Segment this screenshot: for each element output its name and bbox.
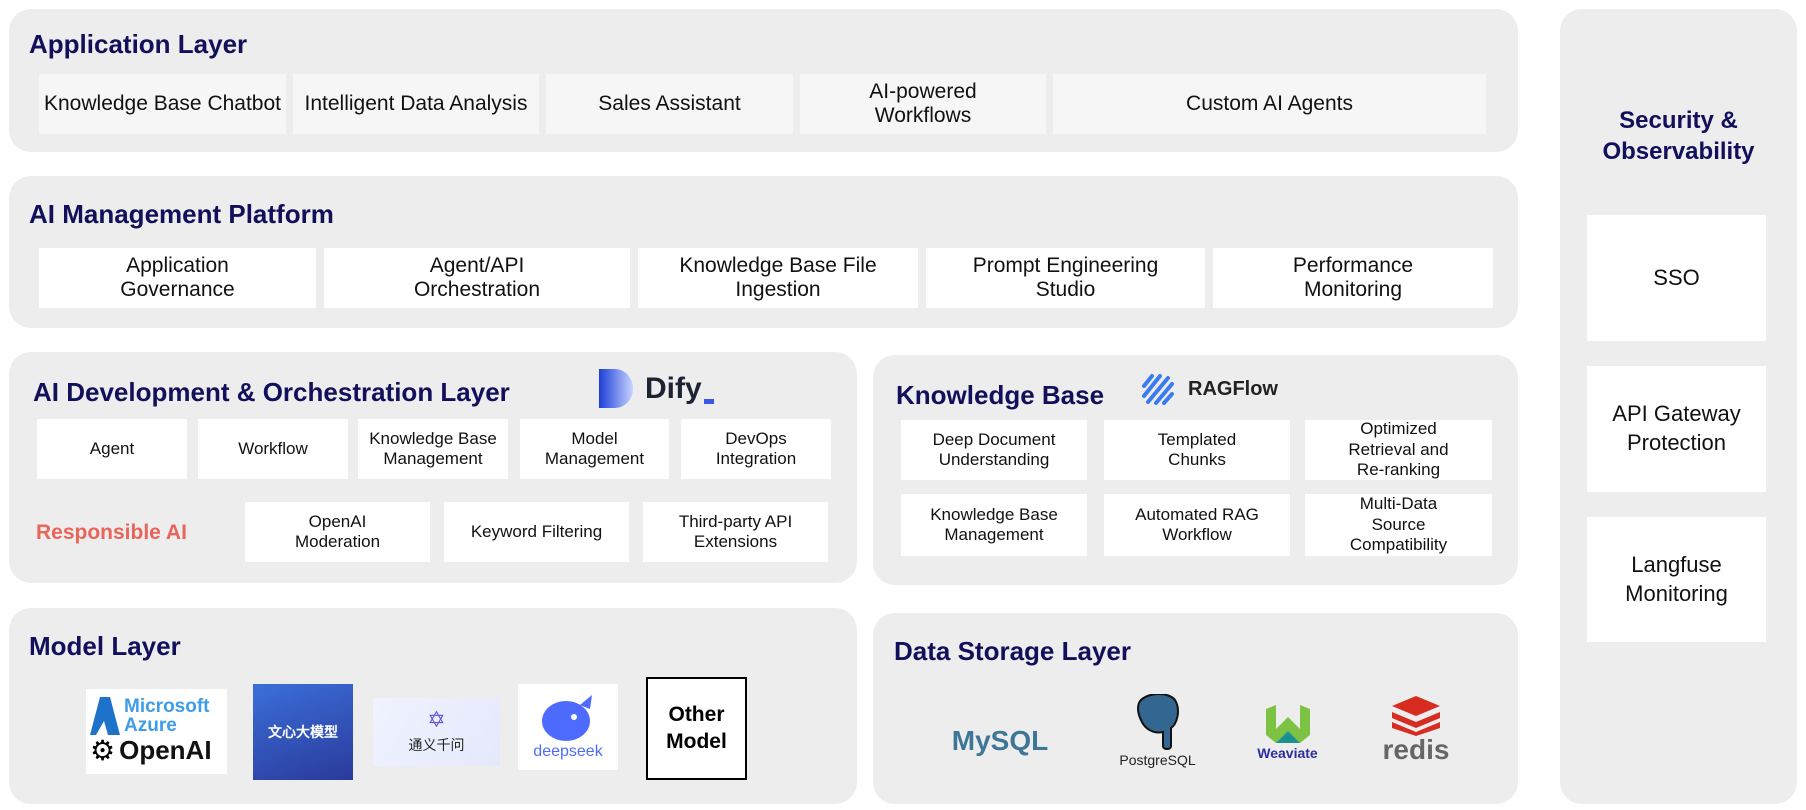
responsible-ai-label: Responsible AI [36,521,187,544]
dev-item: Workflow [198,419,348,479]
responsible-item: Keyword Filtering [444,502,629,562]
elephant-icon [1136,694,1179,750]
management-platform-title: AI Management Platform [29,199,334,229]
platform-item: Knowledge Base File Ingestion [638,248,918,308]
dev-item: Knowledge Base Management [358,419,508,479]
weaviate-logo: Weaviate [1245,700,1330,765]
kb-item: Deep Document Understanding [901,420,1087,480]
dev-item: DevOps Integration [681,419,831,479]
model-tongyi: 通义千问 [408,737,465,753]
kb-item: Optimized Retrieval and Re-ranking [1305,419,1492,480]
app-item: Sales Assistant [546,74,793,134]
tongyi-logo: ✡ 通义千问 [373,698,500,766]
platform-item: Application Governance [39,248,316,308]
security-item: Langfuse Monitoring [1587,517,1766,642]
dify-logo: Dify [599,369,714,408]
app-item: AI-powered Workflows [800,74,1046,134]
security-item: SSO [1587,215,1766,341]
security-title: Security & Observability [1602,107,1755,166]
platform-item: Performance Monitoring [1213,248,1493,308]
responsible-item: Third-party API Extensions [643,502,828,562]
azure-openai-logo: Microsoft Azure ⚙ OpenAI [86,689,227,774]
openai-icon: ⚙ [90,734,116,766]
dev-item: Agent [37,419,187,479]
knowledge-base-title: Knowledge Base [896,380,1105,410]
postgresql-logo: PostgreSQL [1105,690,1210,772]
other-model-box: Other Model [646,677,747,780]
weaviate-icon [1265,704,1310,743]
redis-logo: redis [1378,694,1454,766]
deepseek-logo: deepseek [518,684,618,770]
store-weaviate: Weaviate [1257,744,1318,761]
dify-logo-text: Dify [645,371,702,405]
redis-icon [1392,696,1440,736]
application-layer-title: Application Layer [29,29,248,59]
data-storage-title: Data Storage Layer [894,636,1131,666]
platform-item: Agent/API Orchestration [324,248,630,308]
app-item: Knowledge Base Chatbot [39,74,286,134]
model-layer-title: Model Layer [29,631,181,661]
model-wenxin: 文心大模型 [268,724,338,740]
dev-layer-title: AI Development & Orchestration Layer [33,377,510,407]
security-item: API Gateway Protection [1587,366,1766,492]
store-mysql: MySQL [951,725,1049,756]
model-azure: Microsoft Azure [124,696,210,736]
mysql-logo: MySQL [940,695,1060,757]
ragflow-logo-text: RAGFlow [1188,377,1278,400]
kb-item: Templated Chunks [1104,420,1290,480]
app-item: Intelligent Data Analysis [293,74,539,134]
azure-icon [90,697,120,735]
kb-item: Multi-Data Source Compatibility [1305,494,1492,556]
ragflow-icon [1142,374,1174,405]
platform-item: Prompt Engineering Studio [926,248,1205,308]
dev-item: Model Management [520,419,669,479]
app-item: Custom AI Agents [1053,74,1486,134]
store-redis: redis [1382,734,1450,765]
model-deepseek: deepseek [533,743,603,760]
responsible-item: OpenAI Moderation [245,502,430,562]
kb-item: Knowledge Base Management [901,494,1087,556]
kb-item: Automated RAG Workflow [1104,494,1290,556]
model-openai: OpenAI [119,735,212,765]
store-postgresql: PostgreSQL [1119,752,1196,768]
model-other: Other Model [666,703,727,753]
wenxin-logo: 文心大模型 [253,684,353,780]
tongyi-icon: ✡ [427,707,446,732]
ragflow-logo: RAGFlow [1140,372,1278,406]
whale-icon [542,695,592,741]
